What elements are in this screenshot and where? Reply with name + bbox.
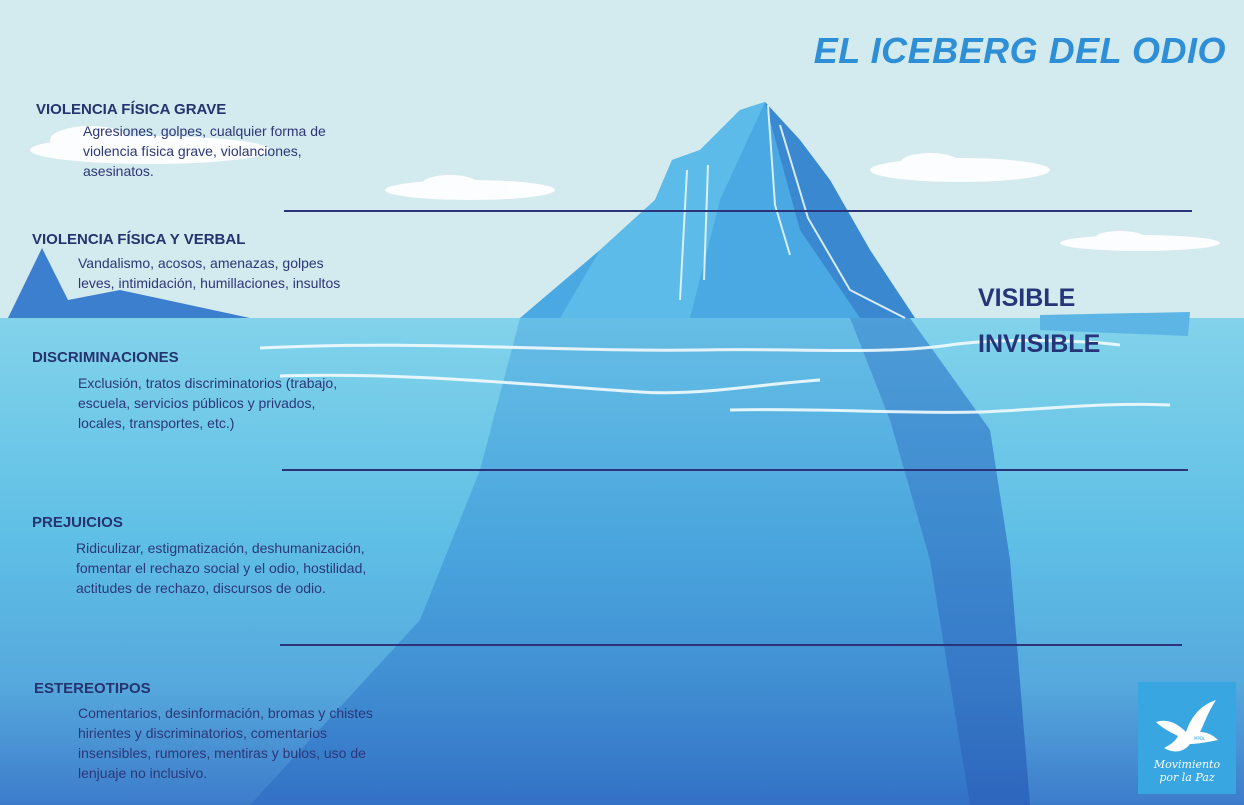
clouds (30, 126, 1220, 251)
level-desc-violencia-fisica-verbal: Vandalismo, acosos, amenazas, golpes lev… (78, 255, 341, 291)
level-title-estereotipos: ESTEREOTIPOS (34, 680, 151, 697)
level-desc-discriminaciones: Exclusión, tratos discriminatorios (trab… (78, 375, 338, 431)
waves (259, 338, 1171, 414)
divider-lines (280, 210, 1192, 646)
level-title-prejuicios: PREJUICIOS (32, 514, 123, 531)
level-desc-estereotipos: Comentarios, desinformación, bromas y ch… (78, 705, 373, 781)
level-title-discriminaciones: DISCRIMINACIONES (32, 349, 179, 366)
iceberg-underwater (250, 318, 1030, 805)
level-title-violencia-fisica-verbal: VIOLENCIA FÍSICA Y VERBAL (32, 231, 246, 248)
visible-label: VISIBLE (978, 284, 1076, 312)
ice-highlights (679, 104, 906, 319)
logo-small-text: MPDL (1194, 736, 1206, 741)
invisible-label: INVISIBLE (978, 330, 1101, 358)
iceberg-underwater-side (850, 318, 1030, 805)
page-title: EL ICEBERG DEL ODIO (813, 30, 1226, 71)
left-mountain (8, 248, 250, 318)
level-title-violencia-fisica-grave: VIOLENCIA FÍSICA GRAVE (36, 101, 227, 118)
floating-ice (1040, 312, 1190, 336)
movimiento-por-la-paz-logo: MPDL Movimiento por la Paz (1138, 682, 1236, 794)
logo-text: Movimiento por la Paz (1153, 758, 1221, 784)
dove-icon: MPDL (1156, 700, 1218, 752)
level-desc-prejuicios: Ridiculizar, estigmatización, deshumaniz… (76, 540, 367, 596)
level-desc-violencia-fisica-grave: Agresiones, golpes, cualquier forma de v… (83, 123, 326, 179)
